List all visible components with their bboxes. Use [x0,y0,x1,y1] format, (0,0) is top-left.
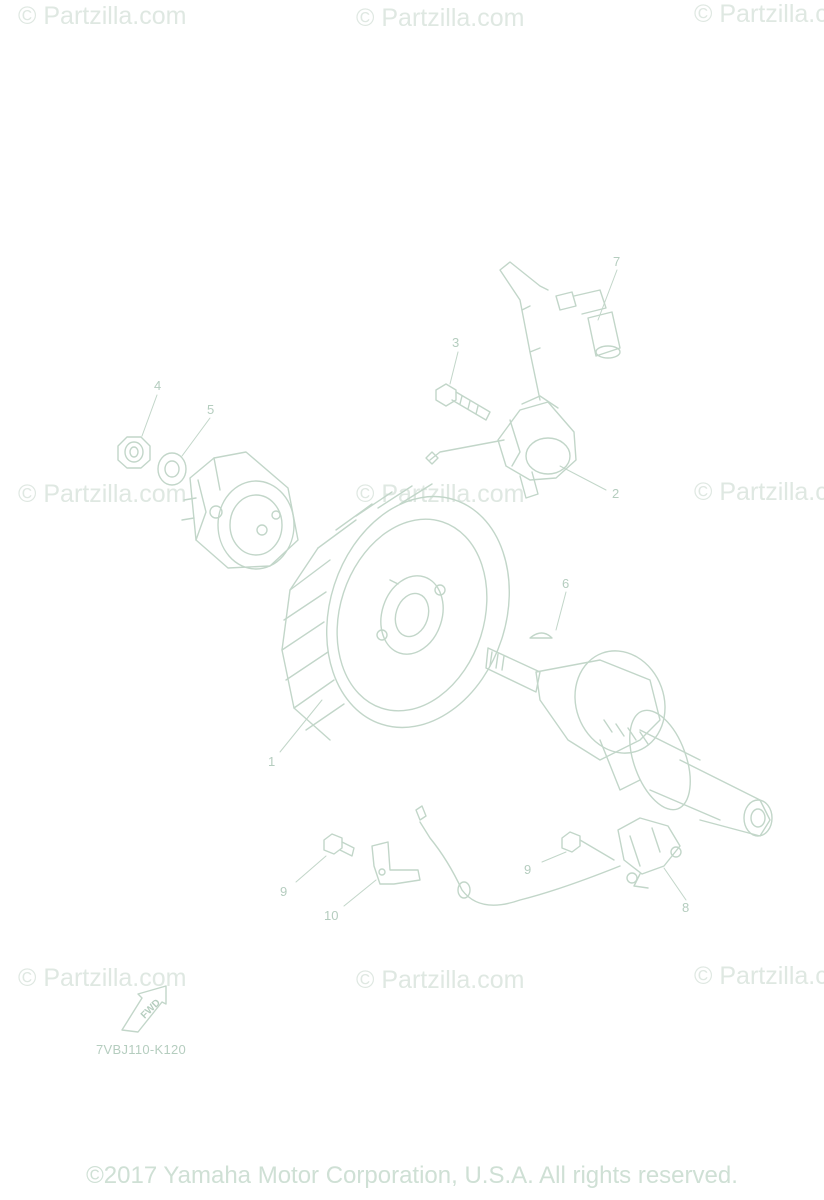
watermark: © Partzilla.com [18,480,187,508]
callout-9-right[interactable]: 9 [524,862,531,877]
callout-8[interactable]: 8 [682,900,689,915]
watermark: © Partzilla.com [694,478,824,506]
callout-6[interactable]: 6 [562,576,569,591]
callout-9-left[interactable]: 9 [280,884,287,899]
part-8-pulser-coil[interactable] [415,805,682,906]
part-9-bolt-left[interactable] [323,833,355,857]
part-2-ignition-coil[interactable] [425,261,577,499]
fwd-label: FWD [139,997,163,1021]
leader-lines [141,269,687,907]
part-1-flywheel[interactable] [281,473,538,752]
part-6-key[interactable] [529,632,553,639]
part-4-nut[interactable] [117,436,151,469]
watermark: © Partzilla.com [694,962,824,990]
watermark: © Partzilla.com [18,964,187,992]
watermark: © Partzilla.com [356,4,525,32]
starter-pulley [181,451,299,570]
callout-2[interactable]: 2 [612,486,619,501]
callout-10[interactable]: 10 [324,908,338,923]
part-9-bolt-right[interactable] [561,831,615,861]
fwd-arrow-icon: FWD [121,985,167,1033]
watermark: © Partzilla.com [356,966,525,994]
part-3-bolt[interactable] [435,383,491,421]
part-10-bracket[interactable] [371,841,421,885]
watermark: © Partzilla.com [18,2,187,30]
copyright-footer: ©2017 Yamaha Motor Corporation, U.S.A. A… [86,1162,738,1189]
callout-7[interactable]: 7 [613,254,620,269]
diagram-code: 7VBJ110-K120 [96,1042,187,1057]
callout-5[interactable]: 5 [207,402,214,417]
part-5-washer[interactable] [157,452,187,486]
callout-1[interactable]: 1 [268,754,275,769]
callout-3[interactable]: 3 [452,335,459,350]
callout-4[interactable]: 4 [154,378,161,393]
crankshaft [485,647,773,837]
part-7-spark-plug-cap[interactable] [555,289,621,359]
watermark: © Partzilla.com [694,0,824,28]
